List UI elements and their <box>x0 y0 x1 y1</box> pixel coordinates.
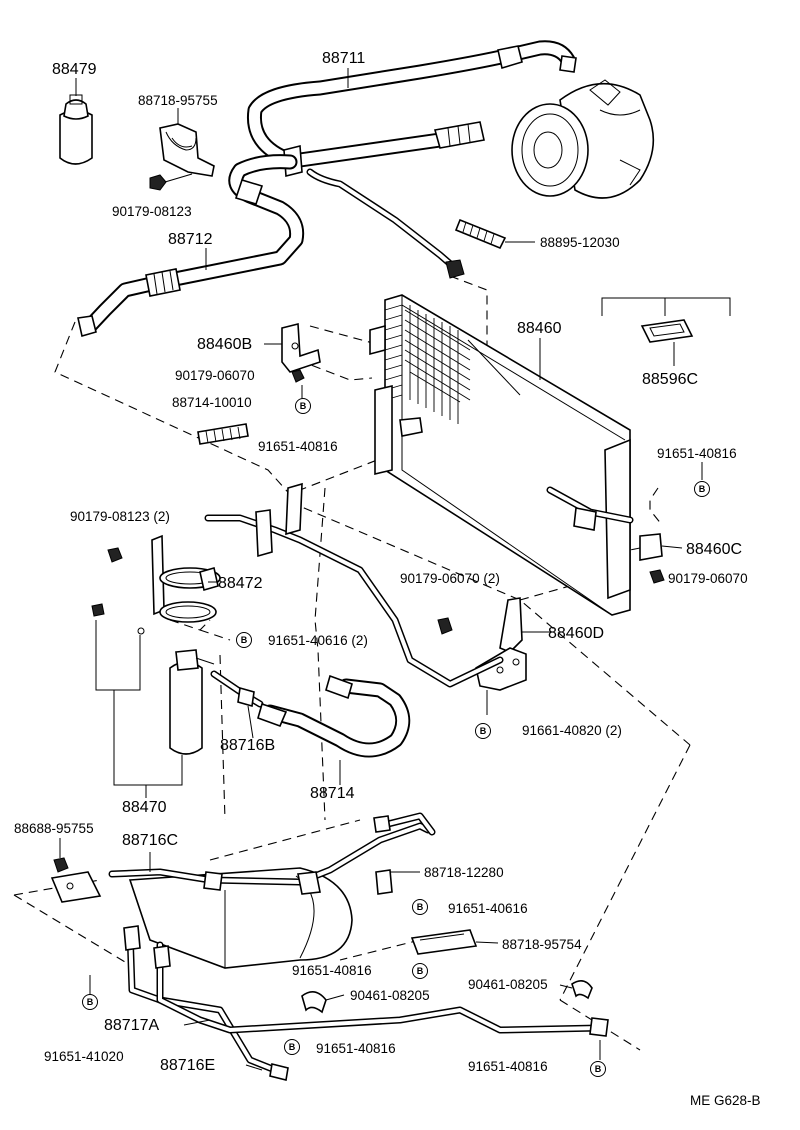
nut-90179-06070-2 <box>437 617 453 635</box>
label-88714: 88714 <box>310 785 355 802</box>
label-88718-12280: 88718-12280 <box>424 865 504 880</box>
bracket-88460b <box>281 322 321 373</box>
marker-b-icon: B <box>412 899 428 915</box>
label-88717a: 88717A <box>104 1017 160 1034</box>
label-90461-08205-a: 90461-08205 <box>350 988 430 1003</box>
label-90179-06070-2: 90179-06070 (2) <box>400 571 500 586</box>
label-88472: 88472 <box>218 575 263 592</box>
label-88596c: 88596C <box>642 371 699 388</box>
label-91651-40616: 91651-40616 <box>448 901 528 916</box>
leader-lines <box>59 68 703 1071</box>
clamp-88718-12280 <box>375 869 393 895</box>
label-88711: 88711 <box>322 50 366 67</box>
marker-b-icon: B <box>412 963 428 979</box>
clip-90461-08205-b <box>571 980 593 1000</box>
label-88712: 88712 <box>168 231 213 248</box>
nut-90179-08123-2 <box>107 547 123 563</box>
part-88714-10010-sleeve <box>197 423 249 445</box>
bolt-small <box>91 603 145 635</box>
nut-90179-06070-c <box>649 569 665 584</box>
hose-88714 <box>257 674 411 758</box>
bracket-88460d <box>475 597 527 691</box>
bracket-88460c <box>639 533 683 561</box>
label-88688-95755: 88688-95755 <box>14 821 94 836</box>
pipe-88716b <box>210 670 264 708</box>
label-91651-40816-e: 91651-40816 <box>468 1059 548 1074</box>
part-88596c-seal <box>601 297 731 343</box>
part-88718-95755-clamp <box>159 123 215 177</box>
bracket-88688-95755 <box>50 857 102 903</box>
compressor <box>511 79 655 199</box>
label-88716e: 88716E <box>160 1057 216 1074</box>
label-91651-40816-d: 91651-40816 <box>316 1041 396 1056</box>
label-88718-95754: 88718-95754 <box>502 937 582 952</box>
label-88460: 88460 <box>517 320 562 337</box>
clip-90461-08205-a <box>301 991 327 1014</box>
label-90179-06070: 90179-06070 <box>175 368 255 383</box>
bracket-88472 <box>151 534 221 623</box>
label-88460c: 88460C <box>686 541 743 558</box>
label-90179-08123-2: 90179-08123 (2) <box>70 509 170 524</box>
condenser-88460 <box>369 294 631 616</box>
marker-b-icon: B <box>475 723 491 739</box>
label-88460d: 88460D <box>548 625 605 642</box>
label-91661-40820-2: 91661-40820 (2) <box>522 723 622 738</box>
marker-b-icon: B <box>284 1039 300 1055</box>
pipe-condenser-right <box>546 486 634 531</box>
pipe-long-liquid <box>204 482 504 688</box>
dashed-reference-lines <box>13 275 691 1051</box>
label-88716b: 88716B <box>220 737 276 754</box>
label-90179-06070-b: 90179-06070 <box>668 571 748 586</box>
corner-code: ME G628-B <box>690 1093 761 1108</box>
label-88895-12030: 88895-12030 <box>540 235 620 250</box>
marker-b-icon: B <box>236 632 252 648</box>
pipe-88716c <box>108 812 436 895</box>
label-91651-40816-a: 91651-40816 <box>258 439 338 454</box>
pipes-88717a-88716e <box>123 925 609 1081</box>
label-91651-40816-c: 91651-40816 <box>292 963 372 978</box>
label-91651-41020: 91651-41020 <box>44 1049 124 1064</box>
label-88716c: 88716C <box>122 832 179 849</box>
marker-b-icon: B <box>694 481 710 497</box>
hose-88711 <box>246 40 577 178</box>
label-90179-08123: 90179-08123 <box>112 204 192 219</box>
label-88479: 88479 <box>52 61 97 78</box>
hose-88712 <box>77 154 305 338</box>
clamp-88718-95754 <box>410 929 478 955</box>
marker-b-icon: B <box>295 398 311 414</box>
label-88714-10010: 88714-10010 <box>172 395 252 410</box>
label-91651-40816-b: 91651-40816 <box>657 446 737 461</box>
marker-b-icon: B <box>590 1061 606 1077</box>
label-88718-95755: 88718-95755 <box>138 93 218 108</box>
part-88895-12030-sleeve <box>454 218 507 250</box>
marker-b-icon: B <box>82 994 98 1010</box>
label-88470: 88470 <box>122 799 167 816</box>
pipe-to-condenser <box>306 168 465 279</box>
receiver-88470 <box>169 649 215 755</box>
part-88479-cover <box>59 94 93 165</box>
nut-90179-08123-top <box>149 174 167 191</box>
label-88460b: 88460B <box>197 336 253 353</box>
label-91651-40616-2: 91651-40616 (2) <box>268 633 368 648</box>
label-90461-08205-b: 90461-08205 <box>468 977 548 992</box>
nut-90179-06070-a <box>291 369 305 383</box>
